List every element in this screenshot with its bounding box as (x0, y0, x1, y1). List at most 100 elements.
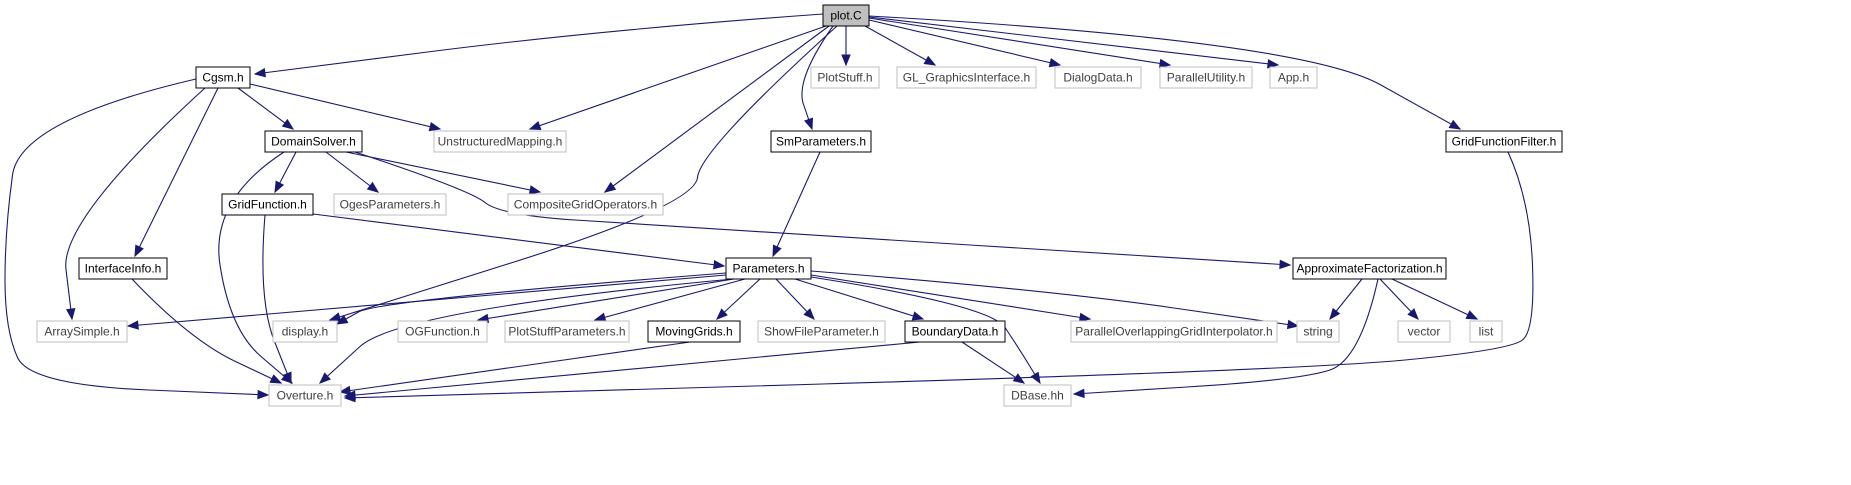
edge-line (262, 214, 292, 384)
node-box (1269, 66, 1318, 89)
arrowhead-icon (274, 180, 285, 194)
arrowhead-icon (803, 308, 815, 320)
edge-params-to-boundary (794, 278, 925, 321)
edge-line (868, 16, 1279, 66)
node-gridfn[interactable]: GridFunction.h (221, 193, 314, 216)
edge-line (794, 278, 924, 320)
arrowhead-icon (1078, 312, 1092, 323)
node-label: PlotStuffParameters.h (508, 325, 625, 339)
node-label: GridFunction.h (228, 198, 307, 212)
arrowhead-icon (1267, 59, 1280, 69)
node-label: ParallelOverlappingGridInterpolator.h (1075, 325, 1272, 339)
node-label: Cgsm.h (202, 71, 243, 85)
arrowhead-icon (1465, 310, 1479, 320)
node-iface[interactable]: InterfaceInfo.h (78, 257, 168, 280)
arrowhead-icon (338, 385, 352, 396)
node-box (896, 66, 1037, 89)
edge-line (249, 83, 441, 130)
edge-line (254, 13, 824, 75)
arrowhead-icon (593, 312, 607, 322)
edge-domain-to-oges (325, 151, 380, 193)
edge-line (218, 151, 293, 384)
edge-approx-to-dbase (1072, 278, 1379, 399)
arrowhead-icon (1407, 308, 1419, 320)
edge-line (325, 151, 379, 193)
edge-line (237, 87, 294, 130)
node-string: string (1296, 320, 1340, 343)
edge-gridfn-to-overture (262, 214, 292, 385)
edge-line (1391, 278, 1478, 320)
arrowhead-icon (269, 374, 283, 384)
node-label: ShowFileParameter.h (764, 325, 879, 339)
edge-domain-to-gridfn (274, 151, 297, 194)
arrowhead-icon (911, 311, 925, 321)
node-domain[interactable]: DomainSolver.h (264, 130, 363, 153)
arrowhead-icon (772, 244, 782, 258)
node-box (272, 320, 338, 343)
edge-line (864, 25, 936, 66)
node-label: DBase.hh (1011, 389, 1064, 403)
node-label: UnstructuredMapping.h (438, 135, 563, 149)
edge-cgsm-to-overture (4, 78, 270, 400)
node-box (78, 257, 168, 280)
node-box (195, 66, 251, 89)
node-boundary[interactable]: BoundaryData.h (904, 320, 1006, 343)
edge-line (594, 278, 746, 321)
arrowhead-icon (528, 185, 542, 195)
edge-line (810, 270, 1299, 327)
edge-plotC-to-glgi (864, 25, 937, 66)
node-label: DomainSolver.h (271, 135, 356, 149)
node-label: GridFunctionFilter.h (1452, 135, 1557, 149)
node-gff[interactable]: GridFunctionFilter.h (1445, 130, 1563, 153)
node-label: display.h (282, 325, 328, 339)
node-smparams[interactable]: SmParameters.h (770, 130, 872, 153)
arrowhead-icon (257, 389, 270, 400)
node-pogi: ParallelOverlappingGridInterpolator.h (1070, 320, 1278, 343)
node-moving[interactable]: MovingGrids.h (647, 320, 741, 343)
node-label: GL_GraphicsInterface.h (903, 71, 1030, 85)
edge-cgsm-to-arrsimple (65, 87, 206, 321)
edge-boundary-to-dbase (961, 341, 1026, 384)
arrowhead-icon (1286, 319, 1300, 330)
edge-gff-to-overture (343, 151, 1534, 403)
arrowhead-icon (1158, 58, 1172, 69)
edge-cgsm-to-unstruct (249, 83, 442, 132)
node-params[interactable]: Parameters.h (725, 257, 812, 280)
node-box (1054, 66, 1142, 89)
node-approx[interactable]: ApproximateFactorization.h (1292, 257, 1447, 280)
node-unstruct: UnstructuredMapping.h (433, 130, 567, 153)
node-vector: vector (1397, 320, 1451, 343)
node-box (770, 130, 872, 153)
node-box (1397, 320, 1451, 343)
node-box (1070, 320, 1278, 343)
node-box (1003, 384, 1072, 407)
node-plotC[interactable]: plot.C (822, 4, 870, 27)
edge-line (336, 272, 727, 325)
arrowhead-icon (1329, 307, 1341, 321)
node-box (1469, 320, 1503, 343)
arrowhead-icon (343, 392, 356, 403)
node-box (725, 257, 812, 280)
node-label: Overture.h (277, 389, 334, 403)
edge-line (961, 341, 1025, 384)
edge-plotC-to-cgo (603, 25, 830, 193)
edge-line (1073, 278, 1379, 395)
node-box (268, 384, 342, 407)
node-label: BoundaryData.h (912, 325, 999, 339)
arrowhead-icon (428, 121, 442, 132)
node-label: App.h (1278, 71, 1309, 85)
edge-line (339, 341, 691, 393)
node-box (36, 320, 128, 343)
node-label: OgesParameters.h (340, 198, 441, 212)
node-cgsm[interactable]: Cgsm.h (195, 66, 251, 89)
edge-line (131, 278, 282, 384)
edge-line (344, 151, 1534, 399)
arrowhead-icon (1448, 119, 1462, 130)
edge-line (604, 25, 830, 193)
node-label: list (1479, 325, 1494, 339)
node-psp: PlotStuffParameters.h (504, 320, 630, 343)
edge-line (312, 213, 725, 267)
arrowhead-icon (282, 371, 292, 385)
edge-params-to-pogi (810, 274, 1092, 323)
arrowhead-icon (716, 308, 728, 320)
